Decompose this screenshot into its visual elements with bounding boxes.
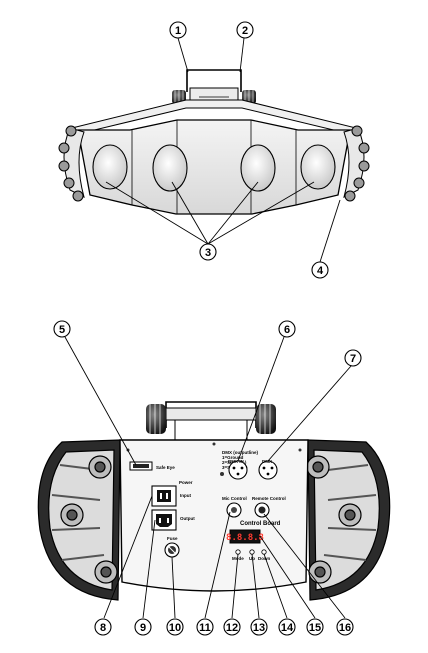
dmx-in-label: DMX IN [228, 459, 244, 464]
fuse-holder[interactable] [164, 542, 180, 558]
svg-text:10: 10 [169, 622, 181, 634]
callout-7: 7 [344, 349, 362, 367]
callout-12: 12 [223, 618, 241, 636]
dmx-indicator-dot [220, 472, 224, 476]
callout-3: 3 [199, 243, 217, 261]
svg-text:5: 5 [59, 324, 65, 336]
svg-text:12: 12 [226, 622, 238, 634]
rear-lamp-head-right [306, 439, 391, 601]
mic-control-knob[interactable] [226, 502, 242, 518]
dmx-in-connector[interactable] [228, 460, 248, 480]
callout-1: 1 [169, 21, 187, 39]
mode-label: Mode [232, 556, 244, 561]
callout-15: 15 [306, 618, 324, 636]
callout-4: 4 [311, 261, 329, 279]
fuse-label: Fuse [167, 536, 178, 541]
svg-text:Safe Eye: Safe Eye [156, 465, 175, 470]
svg-text:6: 6 [284, 324, 290, 336]
svg-text:8.8.8.8: 8.8.8.8 [226, 533, 264, 543]
mic-control-label: Mic Control [222, 496, 247, 501]
svg-text:14: 14 [281, 622, 294, 634]
control-board-label: Control Board [240, 521, 281, 527]
remote-control-jack[interactable] [254, 502, 270, 518]
front-leader-lines [105, 37, 341, 263]
callout-2: 2 [236, 21, 254, 39]
front-lens-2 [152, 144, 188, 192]
led-display: 8.8.8.8 [226, 529, 264, 544]
svg-text:8: 8 [100, 622, 106, 634]
front-lens-3 [240, 144, 276, 192]
screw [298, 448, 302, 452]
safe-eye-sensor: Safe Eye [129, 461, 175, 471]
down-button[interactable] [261, 549, 267, 555]
rear-bracket-knob-right [256, 404, 276, 434]
power-output-socket[interactable] [151, 509, 177, 531]
rear-bracket-knob-left [146, 404, 166, 434]
callout-6: 6 [278, 320, 296, 338]
mode-button[interactable] [235, 549, 241, 555]
remote-control-label: Remote Control [252, 496, 286, 501]
front-lens-4 [300, 144, 336, 190]
svg-text:13: 13 [253, 622, 265, 634]
svg-text:1: 1 [175, 25, 181, 37]
input-label: Input [180, 493, 191, 498]
screw [212, 442, 216, 446]
callout-10: 10 [166, 618, 184, 636]
callout-14: 14 [278, 618, 296, 636]
output-label: Output [180, 516, 195, 521]
front-side-arm-left [58, 125, 85, 202]
power-label: Power [179, 480, 193, 485]
rear-leader-lines [64, 336, 352, 619]
svg-text:9: 9 [140, 622, 146, 634]
callout-13: 13 [250, 618, 268, 636]
dmx-out-label: DMX [262, 459, 272, 464]
down-label: Down [258, 556, 270, 561]
power-input-socket[interactable] [151, 485, 177, 507]
svg-text:11: 11 [199, 622, 211, 634]
svg-text:7: 7 [350, 353, 356, 365]
svg-text:DMX (outputline): DMX (outputline) [222, 450, 258, 455]
up-button[interactable] [249, 549, 255, 555]
svg-text:1=Ground: 1=Ground [222, 455, 244, 460]
callout-5: 5 [53, 320, 71, 338]
front-side-arm-right [343, 125, 370, 202]
callout-11: 11 [196, 618, 214, 636]
svg-text:16: 16 [339, 622, 351, 634]
callout-8: 8 [94, 618, 112, 636]
rear-view: Safe Eye Power Input Output Fuse DMX (ou… [37, 320, 391, 636]
callout-9: 9 [134, 618, 152, 636]
rear-lamp-head-left [37, 439, 121, 601]
svg-text:3: 3 [205, 247, 211, 259]
svg-text:2: 2 [242, 25, 248, 37]
svg-text:4: 4 [317, 265, 324, 277]
front-view: 1 2 3 4 [58, 21, 370, 279]
svg-text:15: 15 [309, 622, 321, 634]
callout-16: 16 [336, 618, 354, 636]
front-lens-1 [92, 144, 128, 190]
